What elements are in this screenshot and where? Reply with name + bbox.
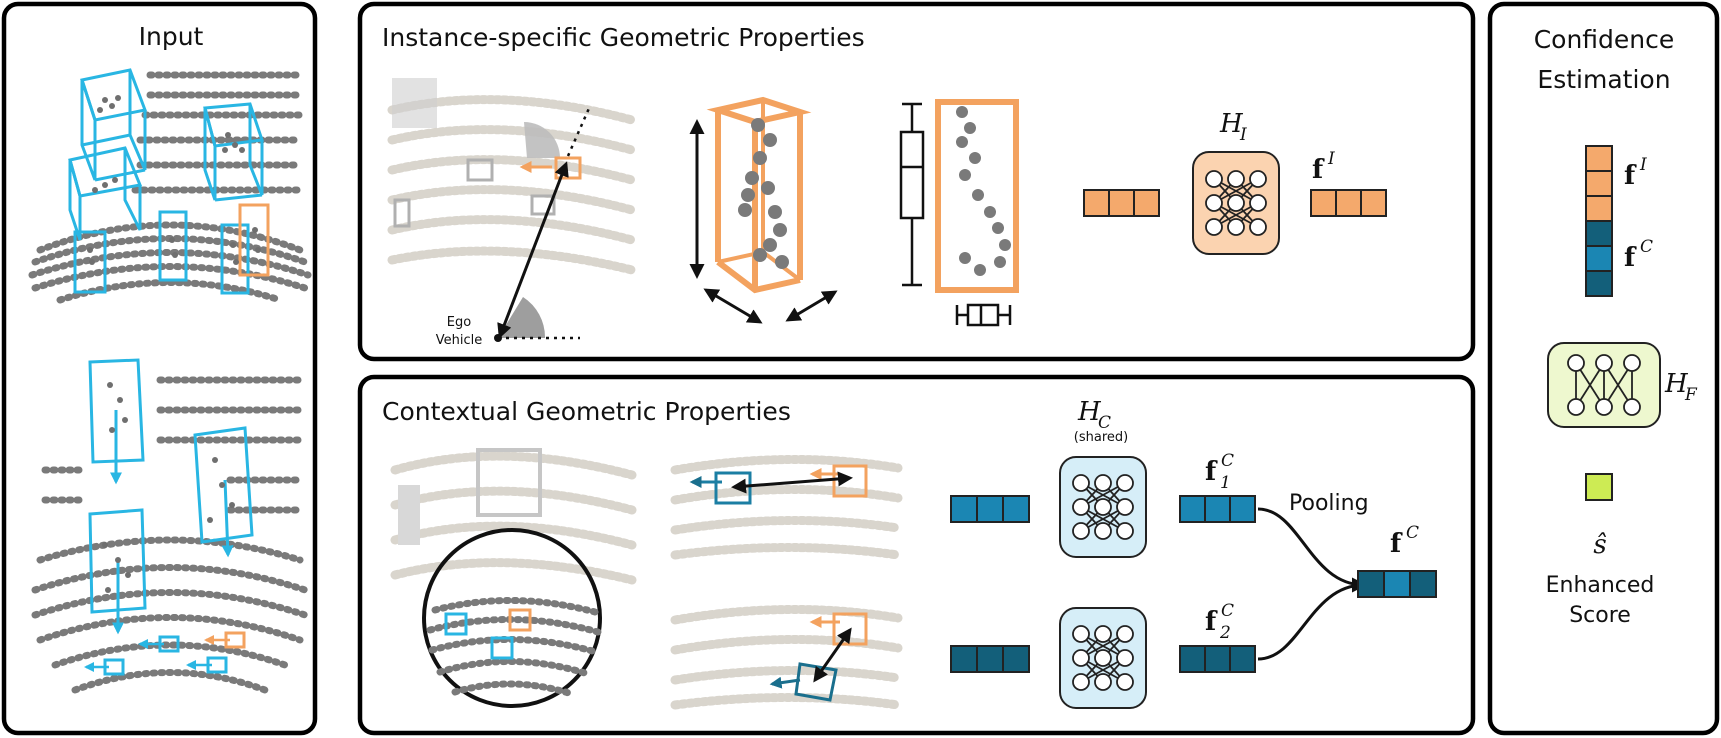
ego-label-1: Ego [447, 315, 471, 330]
box-cyan [73, 230, 107, 294]
box-orange [238, 203, 270, 277]
input-pointcloud-bottom [31, 358, 309, 694]
conf-feat-c-label: f [1624, 243, 1637, 273]
concat-feature [1585, 145, 1613, 297]
boxplot-icon [899, 130, 925, 220]
svg-text:1: 1 [1220, 473, 1231, 493]
context-out-feature-1 [1179, 495, 1256, 523]
context-feature1-label: f [1205, 457, 1218, 487]
svg-text:C: C [1098, 413, 1111, 433]
box-bev-cyan [88, 358, 145, 485]
network-icon [1547, 342, 1661, 428]
svg-text:C: C [1640, 237, 1653, 257]
svg-text:F: F [1684, 385, 1698, 405]
instance-panel: Instance-specific Geometric Properties E… [357, 1, 1476, 362]
score-label-1: Enhanced [1546, 573, 1655, 598]
input-title: Input [139, 22, 204, 51]
box-cyan [220, 223, 250, 295]
confidence-title-1: Confidence [1534, 25, 1675, 54]
svg-text:I: I [1639, 155, 1647, 175]
pooling-label: Pooling [1289, 491, 1369, 516]
box-cyan [158, 210, 188, 282]
svg-text:I: I [1239, 125, 1247, 145]
pooling-arrow [1257, 583, 1365, 661]
pooling-arrow [1257, 507, 1367, 593]
instance-3d-box [689, 96, 838, 324]
box-bev-cyan [88, 508, 147, 635]
conf-feat-i-label: f [1624, 161, 1637, 191]
instance-boxplot [899, 99, 1019, 327]
contextual-title: Contextual Geometric Properties [382, 397, 791, 426]
confidence-title-2: Estimation [1537, 65, 1670, 94]
contextual-scene [390, 448, 637, 708]
instance-output-feature [1310, 189, 1387, 217]
score-cell [1585, 473, 1613, 501]
pooled-feature-label: f [1390, 529, 1403, 559]
svg-text:C: C [1406, 523, 1419, 543]
context-feature-2 [950, 645, 1030, 673]
score-symbol: ŝ [1593, 530, 1606, 560]
context-pair-1 [670, 455, 903, 560]
context-network-note: (shared) [1074, 430, 1128, 445]
box-3d-cyan [80, 68, 148, 182]
input-pointcloud-top [28, 68, 312, 304]
network-icon [1192, 151, 1280, 255]
instance-network-label: H [1219, 109, 1244, 139]
context-radius [422, 528, 602, 708]
contextual-panel: Contextual Geometric Properties [357, 374, 1476, 736]
conf-network-label: H [1664, 369, 1689, 399]
pooled-feature [1357, 570, 1437, 598]
instance-feature-label: f [1312, 155, 1325, 185]
box-3d-cyan [203, 102, 265, 202]
svg-text:I: I [1327, 149, 1335, 169]
svg-text:C: C [1221, 451, 1234, 471]
context-feature2-label: f [1205, 607, 1218, 637]
svg-text:2: 2 [1219, 623, 1231, 643]
box-bev-cyan [193, 426, 254, 558]
confidence-panel: Confidence Estimation f I f C H F [1487, 1, 1720, 736]
context-out-feature-2 [1179, 645, 1256, 673]
input-panel: Input [1, 1, 318, 736]
score-label-2: Score [1569, 603, 1631, 628]
svg-text:C: C [1221, 601, 1234, 621]
context-feature-1 [950, 495, 1030, 523]
context-pair-2 [670, 605, 903, 710]
instance-title: Instance-specific Geometric Properties [382, 23, 865, 52]
instance-input-feature [1083, 189, 1160, 217]
instance-features: H I f I [1083, 109, 1387, 255]
instance-bev-view: Ego Vehicle [387, 78, 637, 348]
box-3d-cyan [68, 146, 143, 241]
context-network-label: H [1077, 397, 1102, 427]
network-icon [1059, 456, 1147, 558]
network-icon [1059, 607, 1147, 709]
ego-label-2: Vehicle [436, 333, 483, 348]
